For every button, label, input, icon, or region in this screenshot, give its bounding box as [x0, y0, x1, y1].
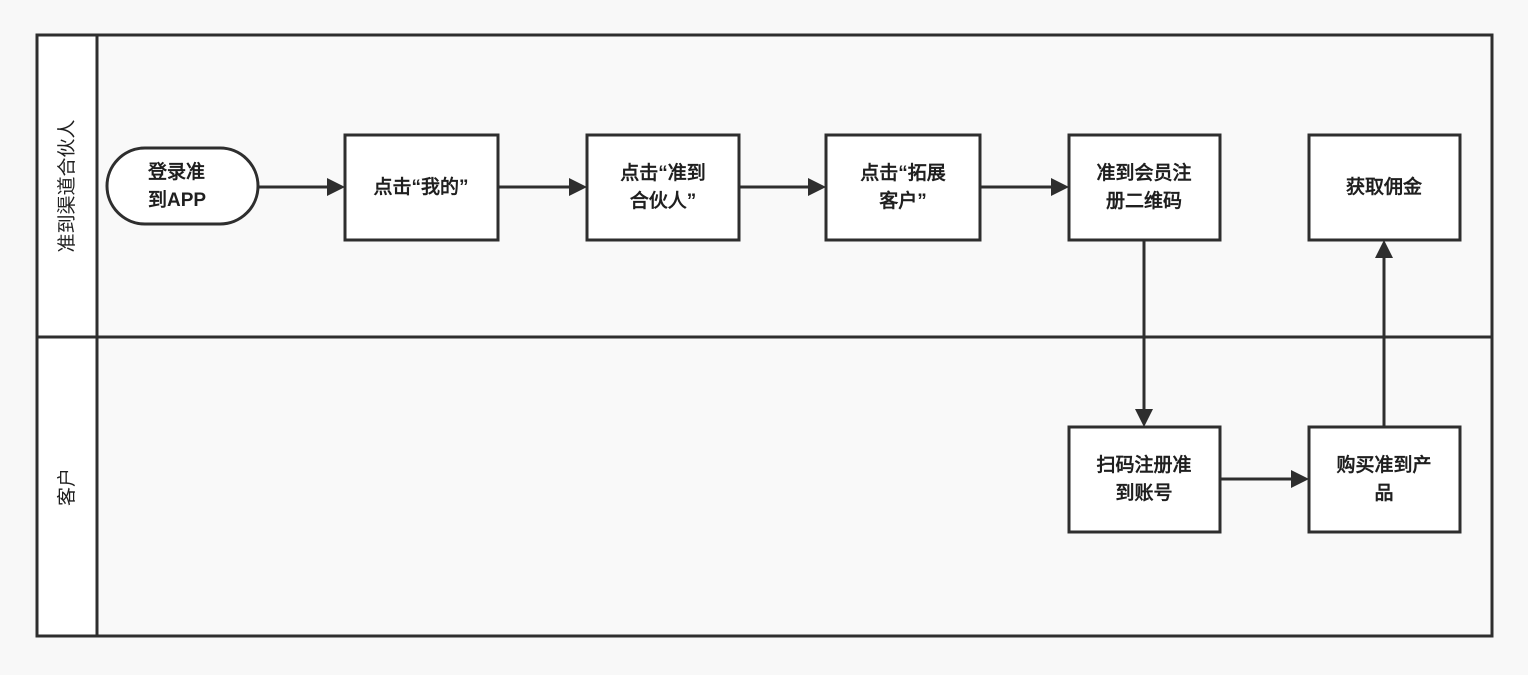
lane-label-customer: 客户 — [56, 468, 78, 506]
node-get-commission-shape[interactable] — [1307, 133, 1462, 242]
node-tap-partner[interactable]: 点击“准到 合伙人” — [585, 133, 741, 242]
lane-label-partner: 准到渠道合伙人 — [56, 119, 78, 252]
node-login[interactable]: 登录准 到APP — [105, 146, 260, 226]
node-tap-partner-line-1: 点击“准到 — [620, 162, 706, 184]
node-member-qrcode-line-1: 准到会员注 — [1096, 161, 1191, 184]
node-tap-partner-line-2: 合伙人” — [630, 189, 697, 212]
node-tap-mine-line-1: 点击“我的” — [373, 175, 468, 198]
node-login-shape[interactable] — [105, 146, 260, 226]
node-scan-register[interactable]: 扫码注册准 到账号 — [1067, 425, 1222, 534]
node-tap-expand-customer-line-2: 客户” — [879, 189, 927, 212]
edge-login-to-mine — [258, 178, 345, 196]
node-scan-register-line-1: 扫码注册准 — [1096, 453, 1191, 476]
node-tap-expand-customer-shape[interactable] — [824, 133, 982, 242]
edge-partner-to-expand — [739, 178, 826, 196]
lane-header-customer — [37, 337, 97, 636]
node-buy-product-line-1: 购买准到产 — [1336, 453, 1431, 476]
edge-expand-to-qrcode — [980, 178, 1069, 196]
node-login-line-1: 登录准 — [147, 160, 205, 183]
node-buy-product-shape[interactable] — [1307, 425, 1462, 534]
lane-header-partner — [37, 35, 97, 337]
node-login-line-2: 到APP — [148, 189, 206, 211]
node-buy-product-line-2: 品 — [1374, 482, 1393, 504]
node-member-qrcode[interactable]: 准到会员注 册二维码 — [1067, 133, 1222, 242]
edge-buy-to-commission — [1375, 240, 1393, 427]
node-member-qrcode-line-2: 册二维码 — [1106, 189, 1182, 212]
node-tap-mine-shape[interactable] — [343, 133, 500, 242]
node-scan-register-line-2: 到账号 — [1115, 482, 1172, 504]
node-get-commission[interactable]: 获取佣金 — [1307, 133, 1462, 242]
node-tap-expand-customer[interactable]: 点击“拓展 客户” — [824, 133, 982, 242]
node-tap-partner-shape[interactable] — [585, 133, 741, 242]
edge-mine-to-partner — [498, 178, 587, 196]
node-scan-register-shape[interactable] — [1067, 425, 1222, 534]
node-get-commission-line-1: 获取佣金 — [1346, 175, 1423, 198]
lane-body-customer — [97, 337, 1492, 636]
node-tap-mine[interactable]: 点击“我的” — [343, 133, 500, 242]
edge-scan-to-buy — [1220, 470, 1309, 488]
edge-qrcode-to-scan — [1135, 240, 1153, 427]
node-tap-expand-customer-line-1: 点击“拓展 — [860, 161, 946, 184]
node-buy-product[interactable]: 购买准到产 品 — [1307, 425, 1462, 534]
node-member-qrcode-shape[interactable] — [1067, 133, 1222, 242]
